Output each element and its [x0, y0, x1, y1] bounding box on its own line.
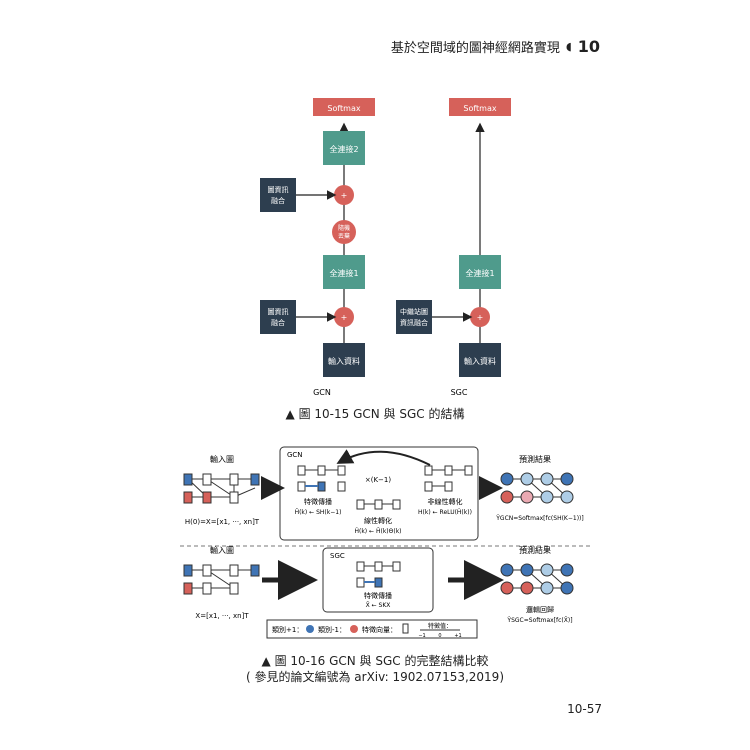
legend-feat-label: 特徵向量：: [362, 625, 397, 634]
gcn-input-label: 輸入資料: [328, 356, 360, 366]
sgc-fc-box: [459, 255, 501, 289]
svg-text:圖資訊: 圖資訊: [268, 307, 289, 316]
prediction-graph-bottom: [500, 563, 574, 595]
svg-text:−1: −1: [418, 633, 425, 639]
svg-text:融合: 融合: [271, 318, 285, 327]
figure-10-16-reference: ( 參見的論文編號為 arXiv: 1902.07153,2019): [245, 670, 505, 684]
gcn-softmax-label: Softmax: [327, 104, 360, 113]
gcn-dropout-node: [332, 220, 356, 244]
sgc-softmax-box: [449, 98, 511, 116]
svg-text:資訊融合: 資訊融合: [400, 318, 428, 327]
sgc-input-label: 輸入資料: [464, 356, 496, 366]
legend-pos-swatch: [306, 625, 314, 633]
svg-text:中繼站圖: 中繼站圖: [400, 307, 428, 316]
feature-vector-icon: [402, 623, 409, 634]
svg-text:+: +: [341, 191, 348, 200]
sgc-plus-node: [470, 307, 490, 327]
logreg-label: 邏輯回歸: [526, 605, 554, 614]
h0-formula: H(0)=X=[x1, ···, xn]T: [185, 518, 260, 526]
gcn-graph-b: [356, 499, 401, 510]
sgc-process-box: [322, 547, 434, 613]
linear-label: 線性轉化: [364, 516, 392, 525]
gcn-input-box: [323, 343, 365, 377]
gcn-softmax-box: [313, 98, 375, 116]
chapter-marker-icon: ◖: [565, 40, 572, 53]
input-graph-top: [183, 473, 260, 504]
gcn-plus-node-2: [334, 185, 354, 205]
page-number: 10-57: [567, 702, 602, 716]
sgc-output-formula: ŶSGC=Softmax[fc(X̄)]: [506, 617, 572, 624]
sgc-fc-label: 全連接1: [465, 268, 494, 278]
header-title: 基於空間域的圖神經網路實現: [390, 41, 560, 56]
legend-featval-label: 特徵值：: [428, 622, 452, 630]
gcn-fc2-label: 全連接2: [329, 144, 358, 154]
svg-text:+1: +1: [454, 633, 461, 639]
gcn-graph-fusion-1: [260, 300, 296, 334]
sgc-feature-prop: 特徵傳播: [364, 591, 392, 600]
gcn-prop-formula: H̄(k) ← SH(k−1): [295, 509, 342, 516]
gcn-box-label: GCN: [287, 451, 303, 459]
figure-10-15-caption: ▲ 圖 10-15 GCN 與 SGC 的結構: [285, 407, 465, 421]
gcn-process-box: [279, 446, 479, 541]
sgc-fusion-box: [396, 300, 432, 334]
gcn-column-label: GCN: [313, 388, 331, 397]
svg-text:融合: 融合: [271, 196, 285, 205]
sgc-input-title: 輸入圖: [210, 545, 234, 555]
sgc-softmax-label: Softmax: [463, 104, 496, 113]
sgc-pred-title: 預測結果: [519, 545, 551, 555]
gcn-output-formula: ŶGCN=Softmax[fc(SH(K−1))]: [495, 515, 584, 522]
gcn-pred-title: 預測結果: [519, 454, 551, 464]
input-graph-bottom: [183, 564, 260, 595]
sgc-box-label: SGC: [330, 552, 345, 560]
legend-neg-label: 類別-1：: [318, 625, 346, 634]
gcn-graph-a: [297, 465, 346, 492]
figure-10-16-caption: ▲ 圖 10-16 GCN 與 SGC 的完整結構比較: [261, 654, 489, 668]
sgc-input-box: [459, 343, 501, 377]
running-header: 基於空間域的圖神經網路實現 ◖ 10: [391, 37, 600, 56]
svg-text:0: 0: [438, 633, 441, 639]
nonlinear-label: 非線性轉化: [428, 497, 463, 506]
legend-pos-label: 類別+1：: [272, 625, 303, 634]
svg-text:+: +: [341, 313, 348, 322]
x-formula: X=[x1, ···, xn]T: [195, 612, 249, 620]
nonlinear-formula: H(k) ← ReLU(H̃(k)): [418, 509, 472, 516]
gcn-fc2-box: [323, 131, 365, 165]
sgc-diagram: Softmax 全連接1 + 中繼站圖 資訊融合 輸入資料 SGC: [396, 98, 511, 397]
svg-text:丟棄: 丟棄: [338, 232, 350, 240]
gcn-fc1-label: 全連接1: [329, 268, 358, 278]
gcn-feature-prop: 特徵傳播: [304, 497, 332, 506]
legend-box: [266, 619, 478, 639]
gcn-graph-c: [424, 465, 473, 492]
gcn-input-title: 輸入圖: [210, 454, 234, 464]
chapter-number: 10: [577, 37, 600, 56]
linear-formula: H̃(k) ← H̄(k)Θ(k): [354, 528, 401, 535]
gcn-diagram: Softmax 全連接2 + 圖資訊 融合 隨機 丟棄 全連接1 + 圖資訊 融…: [260, 98, 375, 397]
svg-text:隨機: 隨機: [338, 224, 350, 232]
svg-text:+: +: [477, 313, 484, 322]
legend-neg-swatch: [350, 625, 358, 633]
figure-10-16: 輸入圖 H(0)=X=[x1, ···, xn]T GCN 特徵傳播 H: [180, 446, 590, 639]
gcn-fc1-box: [323, 255, 365, 289]
sgc-prop-formula: X̄ ← SKX: [366, 602, 391, 609]
gcn-graph-fusion-2: [260, 178, 296, 212]
prediction-graph-top: [500, 472, 574, 504]
sgc-column-label: SGC: [451, 388, 468, 397]
sgc-graph: [356, 561, 401, 588]
svg-text:圖資訊: 圖資訊: [268, 185, 289, 194]
loop-label: ×(K−1): [365, 476, 392, 484]
gcn-plus-node-1: [334, 307, 354, 327]
